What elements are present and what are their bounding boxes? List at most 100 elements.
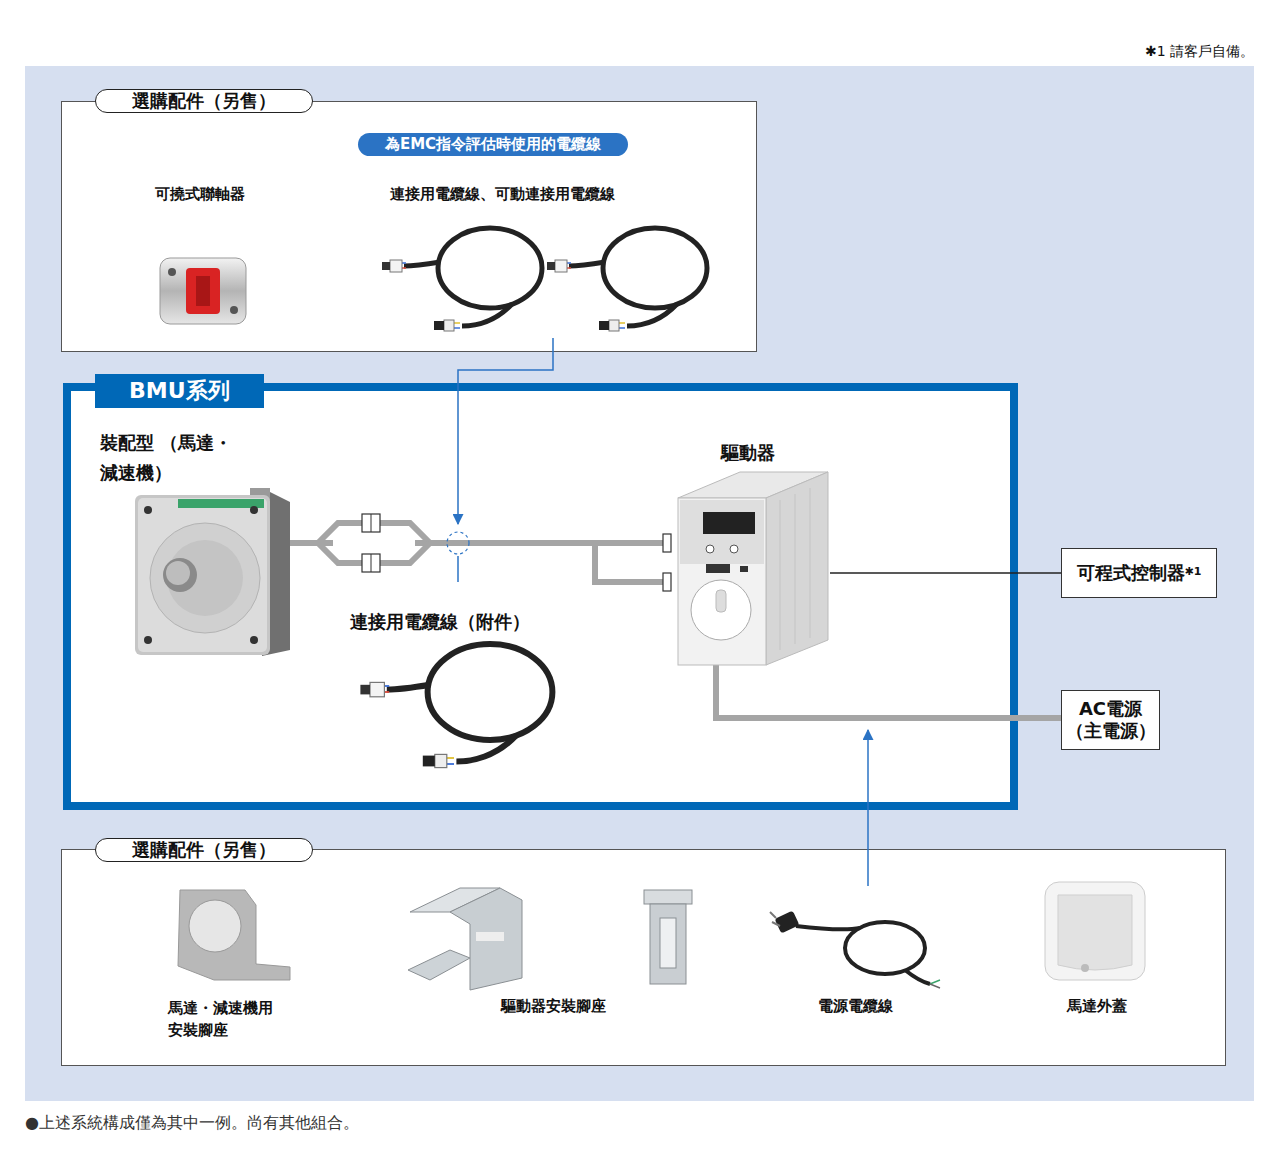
accessory-group-box: 選購配件（另售） bbox=[61, 849, 1226, 1066]
cable-wiring bbox=[362, 554, 380, 572]
driver-image bbox=[678, 498, 766, 665]
power-cable-image bbox=[905, 970, 930, 984]
driver-image bbox=[780, 500, 781, 650]
optional-cable-arrow bbox=[458, 338, 553, 524]
driver-image bbox=[766, 472, 828, 665]
coupling-image bbox=[160, 258, 246, 324]
motor-image bbox=[163, 558, 197, 592]
driver-bracket-image bbox=[476, 932, 504, 941]
device-name: 可程式控制器 bbox=[1077, 562, 1185, 584]
cable-wiring bbox=[362, 514, 380, 532]
driver-image bbox=[716, 590, 726, 612]
power-line bbox=[716, 665, 1061, 718]
driver-bracket-image bbox=[410, 888, 500, 912]
unit-heading: 裝配型 （馬達・減速機） bbox=[100, 428, 290, 488]
driver-image bbox=[706, 545, 714, 553]
driver-image bbox=[810, 488, 811, 638]
motor-image bbox=[166, 561, 190, 585]
power-cable-image bbox=[770, 912, 776, 918]
motor-bracket-image bbox=[178, 890, 290, 980]
group-heading: 選購配件（另售） bbox=[95, 89, 313, 113]
group-heading: 選購配件（另售） bbox=[95, 838, 313, 862]
unit-heading: 驅動器 bbox=[665, 438, 830, 468]
cable-image bbox=[382, 228, 542, 331]
power-cable-arrow bbox=[867, 730, 869, 886]
cable-wiring bbox=[318, 523, 430, 543]
small-bracket-image bbox=[644, 890, 692, 904]
driver-image bbox=[678, 472, 828, 665]
cable-image bbox=[360, 644, 552, 768]
cable-wiring bbox=[447, 532, 469, 554]
motor-image bbox=[144, 636, 152, 644]
motor-cover-image bbox=[1081, 964, 1089, 972]
optional-cable-arrow bbox=[457, 556, 459, 582]
motor-cover-image bbox=[1058, 895, 1132, 970]
motor-image bbox=[135, 488, 290, 656]
series-title: BMU系列 bbox=[95, 374, 264, 408]
motor-image bbox=[262, 488, 290, 656]
power-cable-image bbox=[775, 911, 800, 934]
coupling-image bbox=[230, 306, 238, 314]
cable-wiring bbox=[371, 514, 372, 532]
power-cable-arrow bbox=[868, 730, 869, 886]
driver-bracket-image bbox=[408, 950, 470, 980]
motor-image bbox=[250, 636, 258, 644]
driver-image bbox=[706, 564, 730, 573]
power-cable-image bbox=[845, 922, 925, 974]
cable-wiring bbox=[333, 535, 415, 551]
driver-bracket-image bbox=[450, 888, 522, 990]
coupling-image bbox=[160, 258, 246, 324]
cable-image bbox=[360, 644, 552, 768]
driver-image bbox=[678, 472, 828, 498]
small-bracket-image bbox=[650, 904, 686, 984]
signal-line bbox=[830, 572, 1061, 574]
driver-image bbox=[703, 512, 755, 534]
power-cable-image bbox=[770, 911, 940, 988]
driver-image bbox=[680, 500, 764, 564]
cable-line bbox=[290, 540, 665, 546]
device-name: AC電源 （主電源） bbox=[1062, 698, 1159, 742]
motor-image bbox=[135, 495, 270, 655]
motor-cover-image bbox=[1045, 882, 1145, 980]
driver-image bbox=[740, 566, 748, 572]
coupling-image bbox=[168, 268, 176, 276]
optional-cable-arrow bbox=[458, 338, 553, 582]
cable-image bbox=[382, 228, 542, 331]
motor-unit: 裝配型 （馬達・減速機） bbox=[100, 428, 290, 660]
caption-note: ●上述系統構成僅為其中一例。尚有其他組合。 bbox=[25, 1113, 725, 1134]
cable-image bbox=[547, 228, 707, 331]
driver-image bbox=[795, 494, 796, 644]
controller-box: 可程式控制器✱1 bbox=[1061, 548, 1217, 598]
motor-image bbox=[144, 506, 152, 514]
cable-image bbox=[547, 228, 707, 331]
power-source-box: AC電源 （主電源） bbox=[1061, 690, 1160, 750]
accessory-group-box: 選購配件（另售）為EMC指令評估時使用的電纜線 bbox=[61, 101, 757, 352]
cable-wiring bbox=[663, 534, 671, 552]
driver-unit: 驅動器 bbox=[665, 438, 830, 665]
motor-image bbox=[150, 523, 260, 633]
footnote-mark: ✱1 bbox=[1185, 561, 1202, 583]
motor-image bbox=[250, 506, 258, 514]
motor-cover-image bbox=[1045, 882, 1145, 980]
cable-wiring bbox=[318, 514, 671, 591]
cable-wiring bbox=[595, 543, 663, 582]
small-bracket-image bbox=[660, 918, 676, 968]
badge-text: 為EMC指令評估時使用的電纜線 bbox=[358, 133, 628, 156]
driver-image bbox=[730, 545, 738, 553]
motor-bracket-image bbox=[178, 890, 290, 980]
motor-image bbox=[167, 540, 243, 616]
power-cable-image bbox=[930, 984, 940, 988]
power-cable-image bbox=[930, 980, 940, 984]
small-bracket-image bbox=[644, 890, 692, 984]
cable-wiring bbox=[663, 573, 671, 591]
footnote-text: ✱1 請客戶自備。 bbox=[1000, 43, 1254, 61]
power-cable-image bbox=[796, 926, 860, 929]
motor-bracket-image bbox=[189, 900, 241, 952]
coupling-image bbox=[186, 268, 220, 314]
cable-wiring bbox=[318, 543, 430, 563]
motor-image bbox=[178, 499, 264, 508]
note-badge: 為EMC指令評估時使用的電纜線 bbox=[358, 133, 628, 156]
power-cable-image bbox=[772, 922, 780, 926]
